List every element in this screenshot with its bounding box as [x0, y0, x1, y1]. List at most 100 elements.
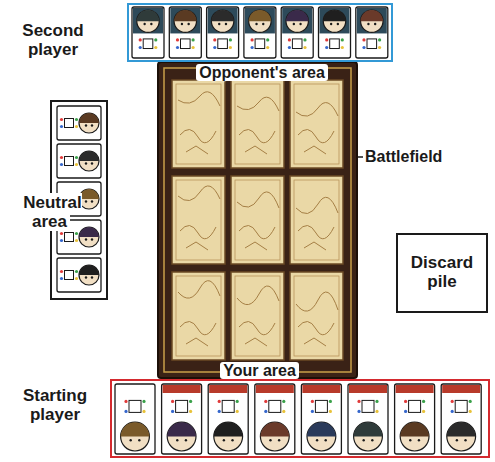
character-card [115, 384, 155, 454]
portrait-eye [187, 23, 189, 25]
map-slot-card [172, 272, 225, 360]
card-dot [251, 46, 254, 49]
portrait-eye [367, 23, 369, 25]
card-dot [357, 410, 360, 413]
neutral-card [57, 258, 101, 292]
card-dot [357, 400, 360, 403]
card-dot [171, 400, 174, 403]
area-box: Battlefield [158, 62, 357, 378]
card-body [395, 384, 435, 454]
card-body [169, 7, 201, 58]
map-slot-inner [176, 276, 221, 356]
card-dot [422, 400, 425, 403]
character-card [208, 384, 248, 454]
portrait-eye [218, 23, 220, 25]
map-lines [296, 292, 338, 346]
portrait [174, 10, 196, 32]
area-label: Opponent's area [196, 64, 328, 81]
map-slot-inner [176, 84, 221, 164]
card-dot [325, 46, 328, 49]
card-dot [362, 38, 365, 41]
card-icon [362, 400, 374, 412]
card-body [208, 384, 248, 454]
area-label: Battlefield [365, 148, 442, 165]
area-label: Discard pile [411, 253, 473, 291]
card-dot [171, 410, 174, 413]
map-slot-card [231, 272, 284, 360]
card-header [256, 385, 294, 393]
card-dot [451, 400, 454, 403]
card-body [115, 384, 155, 454]
card-dot [60, 277, 63, 280]
card-dot [213, 46, 216, 49]
map-slot [231, 80, 284, 168]
card-icon [143, 39, 153, 49]
card-dot [362, 46, 365, 49]
map-slot-inner [235, 276, 280, 356]
card-dot [60, 118, 63, 121]
portrait-eye [223, 439, 225, 441]
card-dot [189, 400, 192, 403]
card-dot [378, 46, 381, 49]
card-body [57, 106, 101, 140]
card-dot [124, 400, 127, 403]
portrait-hair [214, 422, 243, 436]
map-lines [237, 192, 279, 250]
portrait [361, 10, 383, 32]
card-icon [218, 39, 228, 49]
card-header [209, 385, 247, 393]
portrait [447, 422, 476, 451]
card-body [356, 7, 388, 58]
card-dot [60, 232, 63, 235]
card-dot [375, 410, 378, 413]
portrait-hair [211, 10, 233, 21]
label-slot: Discard pile [406, 254, 478, 291]
portrait-eye [129, 439, 131, 441]
card-dot [329, 400, 332, 403]
portrait-eye [85, 162, 87, 164]
character-card [244, 7, 276, 58]
card-dot [75, 118, 78, 121]
card-dot [139, 38, 142, 41]
label-slot: Opponent's area [129, 64, 395, 82]
card-icon [65, 157, 74, 166]
leader-line [358, 156, 363, 158]
card-dot [218, 410, 221, 413]
portrait-hair [79, 265, 99, 275]
card-dot [142, 410, 145, 413]
portrait [79, 113, 99, 133]
card-body [162, 384, 202, 454]
portrait-hair [121, 422, 150, 436]
card-header [357, 8, 387, 33]
card-dot [264, 410, 267, 413]
label-slot: Neutral area [8, 194, 94, 231]
area-box: Second playerOpponent's area [127, 3, 393, 62]
portrait-eye [150, 23, 152, 25]
portrait [121, 422, 150, 451]
card-dot [218, 400, 221, 403]
neutral-card [57, 144, 101, 178]
character-card [132, 7, 164, 58]
card-dot [288, 38, 291, 41]
character-card [162, 384, 202, 454]
portrait-eye [456, 439, 458, 441]
card-dot [176, 46, 179, 49]
card-header [282, 8, 312, 33]
card-header [170, 8, 200, 33]
character-card [255, 384, 295, 454]
card-dot [75, 277, 78, 280]
character-card [356, 7, 388, 58]
character-card [169, 7, 201, 58]
portrait-hair [361, 10, 383, 21]
label-slot: Starting player [6, 387, 104, 424]
card-dot [75, 156, 78, 159]
portrait-eye [138, 439, 140, 441]
card-dot [75, 270, 78, 273]
card-body [207, 7, 239, 58]
portrait-hair [400, 422, 429, 436]
card-dot [282, 410, 285, 413]
label-slot: Battlefield [365, 148, 447, 166]
card-dot [251, 38, 254, 41]
area-label: Neutral area [20, 193, 82, 231]
card-dot [139, 46, 142, 49]
